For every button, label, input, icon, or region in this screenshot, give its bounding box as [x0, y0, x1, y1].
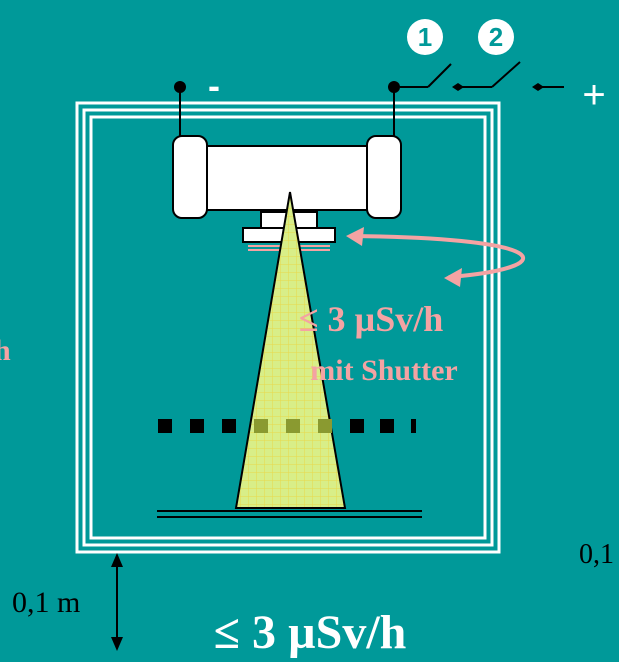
- distance-label: 0,1 m: [12, 586, 80, 619]
- switch-2-contact-left: [452, 83, 464, 91]
- shutter-arrow-head-right: [444, 268, 462, 287]
- plus-label: +: [582, 73, 605, 117]
- shutter-arrow: [350, 234, 526, 279]
- distance-dimension: [111, 553, 123, 651]
- inner-dose-label: ≤ 3 µSv/h: [299, 299, 444, 339]
- terminal-minus: [174, 81, 186, 93]
- switch-2-contact-right: [532, 83, 544, 91]
- svg-text:1: 1: [418, 22, 432, 52]
- svg-text:2: 2: [489, 22, 503, 52]
- outer-dose-label: ≤ 3 µSv/h: [214, 606, 407, 659]
- minus-label: -: [208, 65, 220, 106]
- filter-marks: [158, 419, 416, 433]
- switch-1: [400, 63, 452, 88]
- switch-2: [458, 61, 564, 88]
- left-edge-fragment: h: [0, 334, 11, 367]
- right-edge-fragment: 0,1: [579, 539, 614, 570]
- switch-1-badge: 1: [407, 19, 443, 55]
- sample-stage: [157, 510, 422, 518]
- inner-dose-note: mit Shutter: [310, 354, 457, 387]
- switch-2-badge: 2: [478, 19, 514, 55]
- shielding-enclosure: [75, 101, 501, 554]
- shutter-arrow-head-left: [346, 227, 364, 246]
- terminal-left-switch: [388, 81, 400, 93]
